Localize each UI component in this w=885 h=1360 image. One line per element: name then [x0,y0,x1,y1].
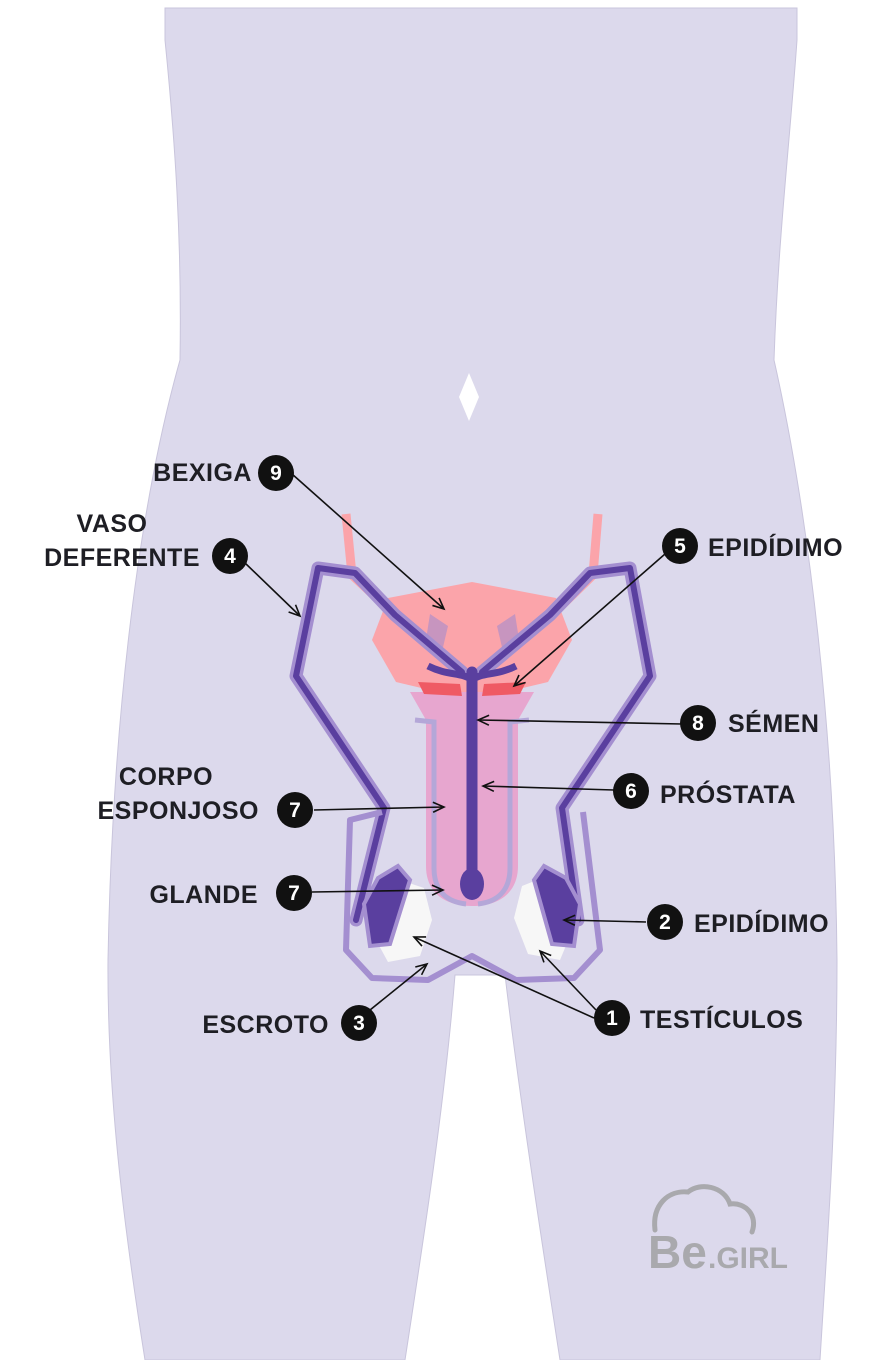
urethra-tip [460,868,484,900]
label-bexiga: BEXIGA 9 [153,455,294,491]
label-text: GLANDE [149,881,258,909]
label-text-line-2: DEFERENTE [44,544,200,572]
label-glande: GLANDE 7 [149,875,312,911]
brand-girl: .GIRL [708,1242,788,1275]
prostate-right [482,682,526,696]
number-text: 7 [289,799,301,822]
label-text: TESTÍCULOS [640,1005,803,1034]
label-text: EPIDÍDIMO [694,909,829,938]
label-escroto: ESCROTO 3 [202,1005,377,1041]
prostate-left [418,682,462,696]
number-text: 3 [353,1012,365,1035]
label-epididimo-bottom: 2 EPIDÍDIMO [647,904,829,940]
label-text: PRÓSTATA [660,779,796,809]
number-text: 7 [288,882,300,905]
label-semen: 8 SÉMEN [680,705,819,741]
number-text: 9 [270,462,282,485]
number-text: 8 [692,712,704,735]
label-text: EPIDÍDIMO [708,533,843,562]
label-text-line-2: ESPONJOSO [98,797,260,825]
label-text: SÉMEN [728,709,819,738]
label-text: BEXIGA [153,459,252,487]
label-text-line-1: CORPO [119,763,213,791]
number-text: 1 [606,1007,618,1030]
number-text: 5 [674,535,686,558]
label-text: ESCROTO [202,1011,329,1039]
number-text: 6 [625,780,637,803]
number-text: 2 [659,911,671,934]
brand-be: Be [648,1226,707,1278]
label-epididimo-top: 5 EPIDÍDIMO [662,528,843,564]
number-text: 4 [224,545,236,568]
label-text-line-1: VASO [77,510,148,538]
